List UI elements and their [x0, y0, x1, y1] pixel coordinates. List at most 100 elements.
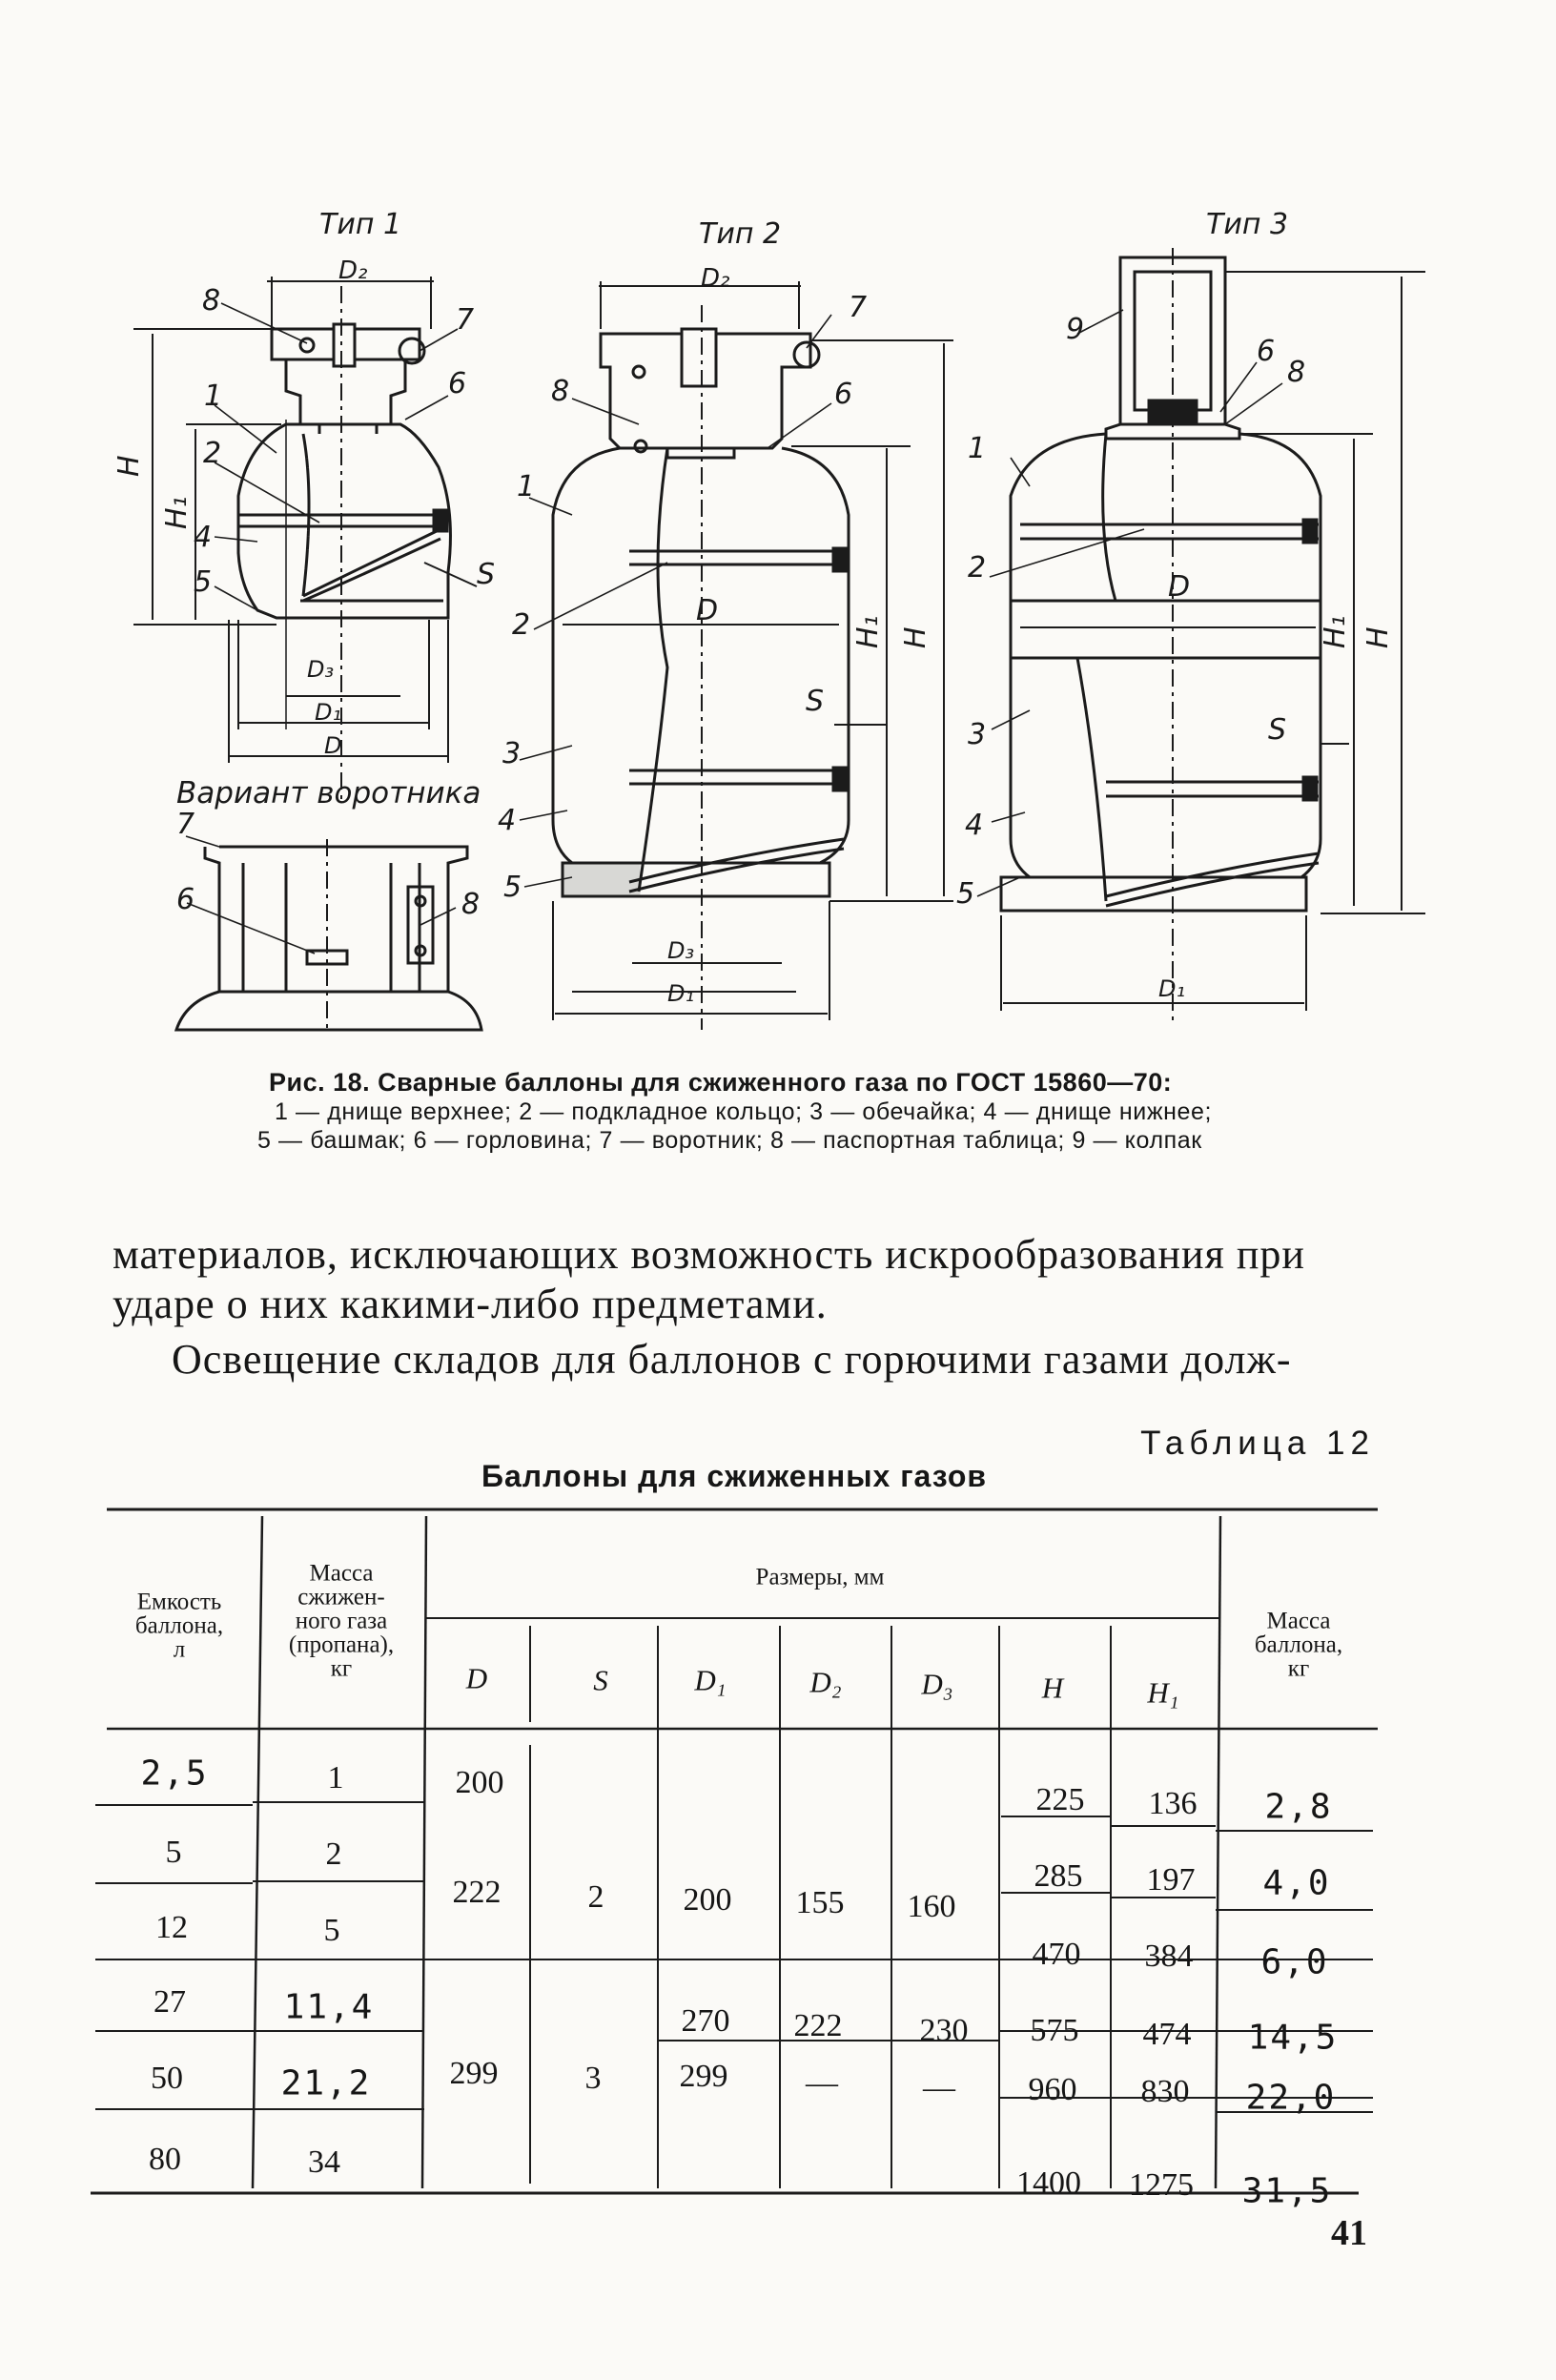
type2-drawing: [551, 327, 850, 898]
body-line1: материалов, исключающих возможность искр…: [113, 1231, 1305, 1278]
svg-text:H₁: H₁: [1319, 615, 1352, 648]
svg-text:S: S: [477, 558, 495, 591]
header-D1: D₁: [694, 1663, 727, 1697]
cylinder-figure: Тип 1 Тип 2 Тип 3 Вариант воротника D₂ D…: [113, 208, 1425, 1032]
header-S: S: [593, 1663, 608, 1697]
table-cell: 5: [323, 1913, 340, 1948]
table-cell: 474: [1142, 2017, 1192, 2052]
table-cell: 31,5: [1241, 2171, 1333, 2211]
table-cell: 200: [683, 1882, 732, 1918]
svg-text:3: 3: [502, 737, 521, 770]
header-D2: D₂: [809, 1665, 842, 1699]
header-mass-gas-line4: (пропана),: [288, 1631, 395, 1658]
svg-text:1: 1: [968, 432, 986, 465]
svg-text:H: H: [113, 455, 146, 477]
table-cell: 230: [919, 2013, 969, 2048]
header-D: D: [465, 1661, 488, 1695]
svg-text:6: 6: [448, 367, 466, 400]
header-mass-gas-line2: сжижен-: [297, 1584, 385, 1611]
table-cell: 50: [151, 2061, 183, 2096]
header-capacity-line3: л: [173, 1636, 186, 1663]
table-cell: 384: [1144, 1939, 1194, 1974]
svg-text:8: 8: [461, 888, 480, 921]
leader-lines: [185, 302, 1283, 954]
table-cell: 136: [1148, 1786, 1198, 1821]
caption-title: Рис. 18. Сварные баллоны для сжиженного …: [269, 1068, 1173, 1097]
svg-text:4: 4: [194, 521, 212, 554]
svg-text:D: D: [696, 594, 718, 627]
header-mass-gas-line1: Масса: [309, 1560, 374, 1587]
table-cell: 470: [1032, 1937, 1081, 1972]
svg-text:6: 6: [176, 883, 194, 916]
svg-text:2: 2: [203, 437, 221, 470]
header-capacity: Емкость баллона, л: [135, 1590, 223, 1662]
type1-dimensions: [133, 277, 478, 801]
table-cell: 12: [155, 1910, 188, 1945]
svg-text:D₂: D₂: [701, 264, 729, 293]
svg-text:1: 1: [204, 380, 222, 413]
table-cell: 830: [1140, 2074, 1190, 2109]
table-cell: 5: [165, 1835, 182, 1870]
svg-text:3: 3: [968, 718, 986, 751]
figure-labels: Тип 1 Тип 2 Тип 3 Вариант воротника D₂ D…: [113, 208, 1395, 1007]
svg-text:2: 2: [512, 608, 530, 642]
body-line3: Освещение складов для баллонов с горючим…: [172, 1336, 1292, 1383]
table-cell: 2,8: [1264, 1787, 1333, 1827]
svg-text:S: S: [806, 685, 824, 718]
table-cell: 22,0: [1245, 2078, 1337, 2118]
table-cell: 155: [795, 1885, 845, 1920]
caption-legend-line1: 1 — днище верхнее; 2 — подкладное кольцо…: [275, 1098, 1213, 1125]
table-cell: 270: [681, 2003, 730, 2039]
svg-text:D₁: D₁: [315, 699, 341, 726]
table-cell: —: [806, 2065, 838, 2101]
header-mass-cylinder: Масса баллона, кг: [1255, 1610, 1342, 1681]
table-cell: 285: [1034, 1858, 1083, 1894]
table-cell: 1400: [1016, 2165, 1081, 2201]
figure-caption: Рис. 18. Сварные баллоны для сжиженного …: [257, 1068, 1335, 1155]
svg-text:7: 7: [176, 808, 194, 841]
table-cell: 1275: [1129, 2167, 1194, 2203]
header-H: H: [1041, 1671, 1064, 1705]
svg-text:D₂: D₂: [338, 256, 367, 285]
type2-dimensions: [552, 281, 953, 1030]
svg-text:4: 4: [498, 804, 516, 837]
header-D3: D₃: [921, 1667, 953, 1701]
svg-text:H: H: [1362, 626, 1395, 648]
svg-text:6: 6: [1257, 335, 1275, 368]
table-cell: 4,0: [1262, 1863, 1331, 1903]
table-cell: 299: [449, 2056, 499, 2091]
table-cell: 2,5: [140, 1754, 209, 1794]
table-cell: 200: [455, 1765, 504, 1800]
header-dimensions: Размеры, мм: [755, 1564, 885, 1590]
svg-text:2: 2: [968, 551, 986, 585]
header-mass-cylinder-line1: Масса: [1266, 1608, 1331, 1634]
table-cell: 6,0: [1260, 1942, 1329, 1982]
table-cell: 27: [154, 1984, 186, 2020]
type1-label: Тип 1: [319, 208, 401, 241]
variant-label: Вариант воротника: [176, 776, 481, 810]
svg-text:5: 5: [956, 877, 974, 911]
svg-text:4: 4: [965, 809, 983, 842]
table-cell: 1: [327, 1760, 344, 1795]
svg-text:5: 5: [503, 871, 522, 904]
header-capacity-line1: Емкость: [136, 1589, 222, 1615]
caption-legend-line2: 5 — башмак; 6 — горловина; 7 — воротник;…: [257, 1127, 1202, 1154]
table-cell: 2: [587, 1879, 604, 1915]
svg-text:9: 9: [1066, 313, 1084, 346]
type3-label: Тип 3: [1206, 208, 1288, 241]
table-label: Таблица 12: [1140, 1425, 1375, 1462]
svg-text:H: H: [899, 626, 932, 648]
table-cell: 222: [452, 1875, 502, 1910]
svg-text:6: 6: [834, 378, 852, 411]
table-cell: 197: [1146, 1862, 1196, 1898]
type2-label: Тип 2: [699, 217, 781, 251]
svg-text:D: D: [324, 732, 341, 759]
svg-text:7: 7: [849, 291, 867, 324]
header-mass-gas-line3: ного газа: [295, 1608, 388, 1634]
table-cell: 960: [1028, 2072, 1077, 2107]
table-cell: 2: [325, 1836, 342, 1872]
svg-text:8: 8: [202, 284, 220, 318]
table-cell: 11,4: [283, 1987, 375, 2027]
svg-text:8: 8: [551, 375, 569, 408]
collar-variant-drawing: [174, 839, 483, 1032]
